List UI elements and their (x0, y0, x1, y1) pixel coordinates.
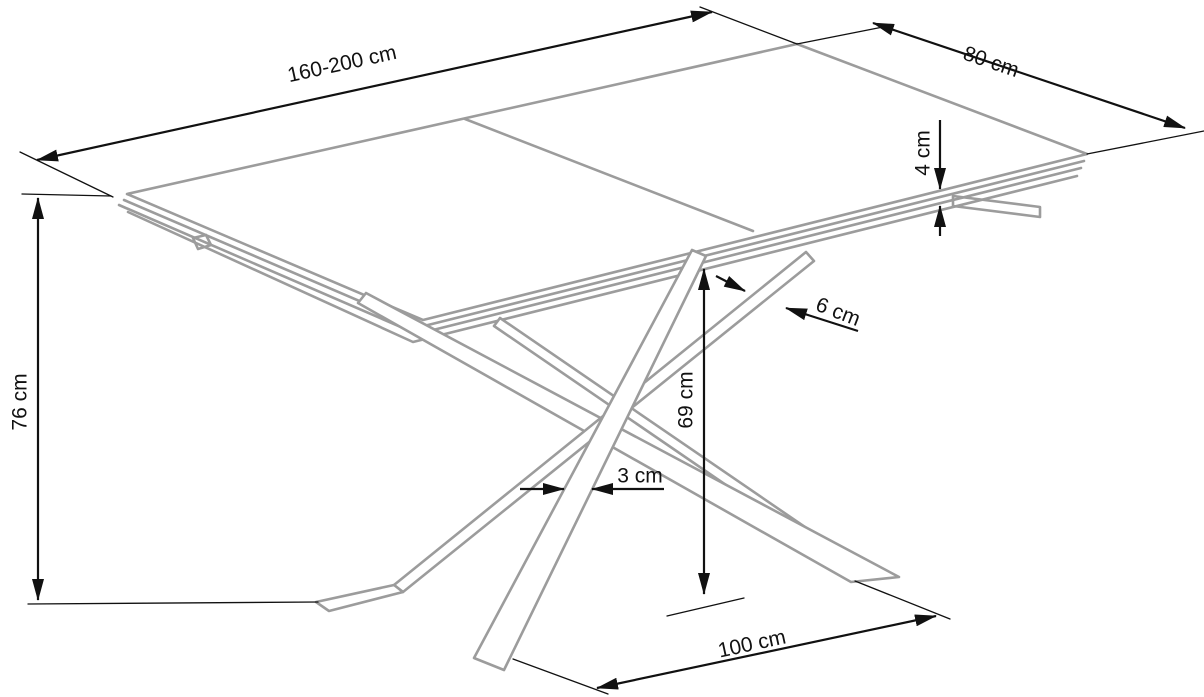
leg-right (356, 291, 901, 584)
label-height: 76 cm (9, 373, 32, 430)
edge-latch (191, 233, 213, 251)
ref-top-height (21, 193, 112, 197)
apron-line (126, 174, 1079, 344)
label-leg-thickness: 3 cm (617, 465, 663, 488)
extension-lines (19, 6, 1204, 695)
ext-back-corner-right (796, 25, 889, 45)
dim-leg-profile-upper (715, 275, 746, 292)
ext-right-corner (1086, 130, 1204, 155)
ref-ground-line (27, 601, 319, 605)
ext-left-corner (19, 151, 114, 198)
ext-right-foot (854, 580, 951, 620)
label-top-thickness: 4 cm (912, 130, 935, 176)
label-feet-span: 100 cm (716, 625, 788, 662)
dim-leg-profile-lower (785, 306, 859, 333)
extension-rail (951, 194, 1042, 219)
dimension-lines (32, 10, 1186, 690)
leg-front (472, 248, 708, 672)
ext-front-foot (512, 658, 609, 695)
label-width: 80 cm (960, 42, 1022, 82)
label-underside-height: 69 cm (675, 371, 698, 428)
label-length: 160-200 cm (285, 41, 398, 87)
foot-back-left (314, 583, 405, 613)
dim-width-line (872, 21, 1186, 130)
ext-back-corner-left (699, 6, 798, 45)
dim-length-line (36, 10, 713, 162)
dim-feet-span-line (596, 614, 937, 690)
ref-floor-under-top (666, 597, 745, 617)
table-drawing (117, 42, 1089, 672)
